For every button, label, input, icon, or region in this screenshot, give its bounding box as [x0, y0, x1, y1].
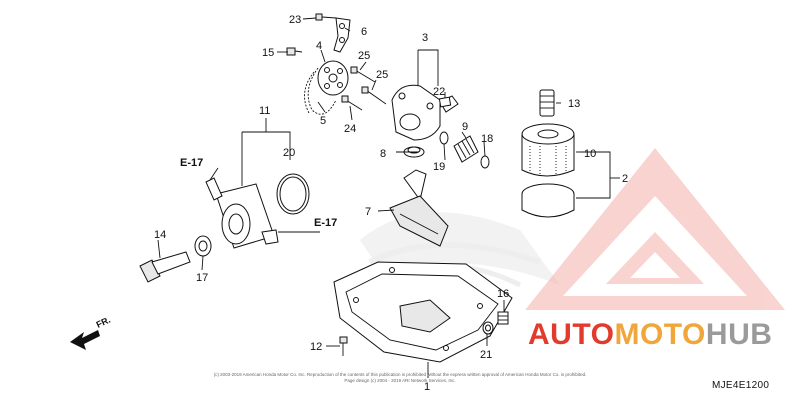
- callout-20: 20: [283, 147, 295, 159]
- callout-18: 18: [481, 133, 493, 145]
- callout-12: 12: [310, 341, 322, 353]
- oil-pump-3: [391, 84, 459, 141]
- brand-part-moto: MOTO: [614, 318, 706, 351]
- callout-5: 5: [320, 115, 326, 127]
- callout-6: 6: [361, 26, 367, 38]
- copyright-line-2: Page design (c) 2004 - 2019 ARI Network …: [344, 378, 456, 383]
- sprocket-4: [317, 60, 349, 96]
- oil-filter-10: [521, 123, 575, 177]
- callout-10: 10: [584, 148, 596, 160]
- callout-14: 14: [154, 229, 166, 241]
- callout-23: 23: [289, 14, 301, 26]
- callout-25-upper: 25: [358, 50, 370, 62]
- bolt-25-a: [350, 66, 376, 83]
- o-ring-20: [276, 173, 310, 215]
- copyright-line-1: (c) 2003-2019 American Honda Motor Co. I…: [213, 372, 587, 377]
- oil-cooler-11: [205, 177, 279, 249]
- cooler-bolt-14: [139, 251, 191, 283]
- dowel-pin-22: [438, 96, 452, 108]
- washer-21: [482, 321, 494, 335]
- diagram-code: MJE4E1200: [712, 380, 770, 391]
- callout-1: 1: [424, 381, 430, 393]
- bolt-24: [341, 95, 363, 111]
- chain-5: [304, 67, 337, 115]
- triangle-logo-watermark: [525, 148, 785, 310]
- callout-2: 2: [622, 173, 628, 185]
- oil-strainer-7: [389, 169, 449, 247]
- bolt-23: [315, 13, 337, 21]
- callout-9: 9: [462, 121, 468, 133]
- callout-21: 21: [480, 349, 492, 361]
- bolt-25-b: [361, 86, 387, 105]
- front-direction-arrow-icon: [70, 330, 100, 350]
- callout-17: 17: [196, 272, 208, 284]
- callout-8: 8: [380, 148, 386, 160]
- callout-3: 3: [422, 32, 428, 44]
- callout-19: 19: [433, 161, 445, 173]
- callout-24: 24: [344, 123, 356, 135]
- brand-watermark: AUTOMOTOHUB: [528, 318, 772, 352]
- o-ring-18: [480, 155, 490, 169]
- callout-4: 4: [316, 40, 322, 52]
- callout-15: 15: [262, 47, 274, 59]
- callout-numbers: 23 6 15 4 5 25 25 24 3 22 8 9 19 18 7 13…: [154, 14, 628, 393]
- brand-part-hub: HUB: [705, 318, 773, 351]
- callout-11: 11: [259, 105, 270, 117]
- callout-7: 7: [365, 206, 371, 218]
- ref-e17-left: E-17: [180, 157, 203, 169]
- brand-part-auto: AUTO: [528, 318, 615, 351]
- front-label: FR.: [95, 315, 112, 330]
- oil-pan-1: [333, 261, 513, 363]
- callout-22: 22: [433, 86, 445, 98]
- filter-case-2: [521, 183, 575, 218]
- bolt-15: [286, 47, 303, 56]
- callout-16: 16: [497, 288, 509, 300]
- o-ring-19: [439, 131, 449, 145]
- drain-bolt-16: [497, 311, 509, 325]
- bracket-6: [333, 17, 351, 53]
- leader-lines: [157, 17, 620, 378]
- sealing-washer-17: [194, 235, 212, 257]
- ref-e17-right: E-17: [314, 217, 337, 229]
- callout-25-lower: 25: [376, 69, 388, 81]
- collar-13: [539, 89, 555, 117]
- callout-13: 13: [568, 98, 580, 110]
- joint-pipe-9: [453, 135, 479, 163]
- bolt-12: [339, 336, 348, 356]
- copyright-notice: (c) 2003-2019 American Honda Motor Co. I…: [210, 372, 590, 384]
